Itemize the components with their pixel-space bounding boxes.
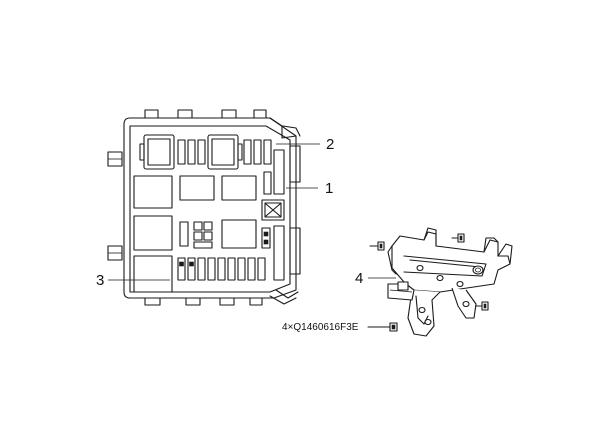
bolt-icon bbox=[475, 301, 489, 311]
fuse-row-top bbox=[177, 139, 272, 165]
relay-block bbox=[133, 215, 173, 251]
callout-label-4: 4 bbox=[355, 270, 363, 287]
center-connector bbox=[179, 221, 213, 249]
dark-fuse-group bbox=[261, 227, 271, 249]
mounting-hole bbox=[472, 265, 484, 275]
fuse-box-right-bracket bbox=[269, 117, 301, 305]
bolt-icon bbox=[367, 322, 398, 332]
mounting-hole bbox=[456, 280, 464, 288]
callout-label-3: 3 bbox=[96, 272, 104, 289]
bolt-part-number: 4×Q1460616F3E bbox=[282, 322, 359, 333]
relay-block bbox=[221, 219, 257, 249]
bolt-icon bbox=[369, 241, 385, 251]
bracket-plate bbox=[391, 231, 511, 293]
fuse-box-bottom-tabs bbox=[144, 297, 263, 306]
relay-block bbox=[133, 175, 173, 209]
mounting-hole bbox=[416, 264, 424, 272]
cross-relay bbox=[261, 199, 285, 221]
relay-block bbox=[179, 175, 215, 201]
fuse-column-right bbox=[263, 149, 285, 281]
callout-label-2: 2 bbox=[326, 136, 334, 153]
fuse-row-bottom bbox=[177, 257, 266, 281]
bolt-icon bbox=[451, 233, 465, 243]
mounting-bracket bbox=[387, 227, 513, 337]
large-relay bbox=[139, 134, 175, 170]
callout-label-1: 1 bbox=[325, 180, 333, 197]
fuse-box-top-tabs bbox=[144, 109, 267, 119]
fuse-box-inner-rim bbox=[129, 125, 291, 293]
mounting-hole bbox=[436, 274, 444, 282]
leader-lines bbox=[108, 143, 396, 281]
fuse-box bbox=[107, 109, 301, 306]
fuse-box-left-clips bbox=[107, 151, 123, 261]
relay-block bbox=[133, 255, 173, 293]
large-relay bbox=[207, 134, 243, 170]
relay-block bbox=[221, 175, 257, 201]
